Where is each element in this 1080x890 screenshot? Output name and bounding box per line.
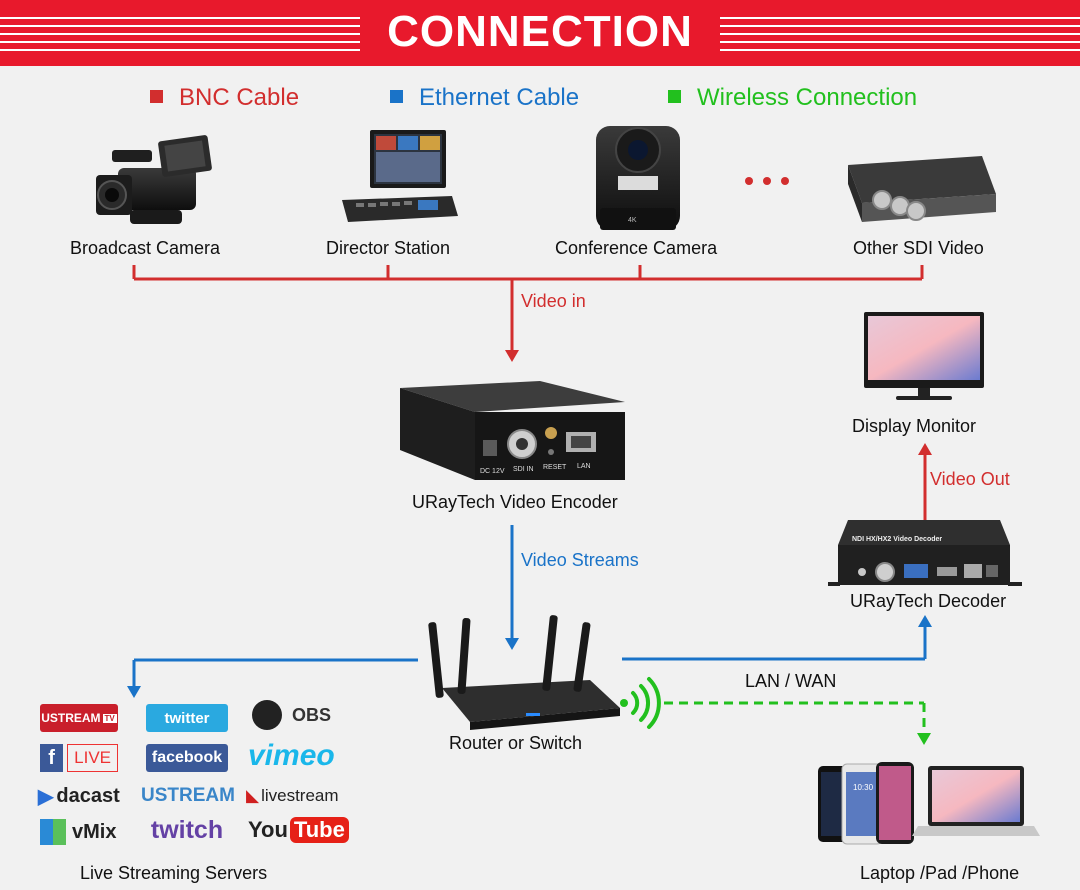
legend-label: Wireless Connection	[697, 84, 918, 111]
vimeo-logo-text: vimeo	[248, 739, 335, 772]
livestream-logo: ◣livestream	[246, 782, 342, 810]
ustream-logo-text: USTREAM	[141, 785, 235, 806]
wireless-arrow	[917, 733, 931, 745]
encoder-port-reset: RESET	[543, 464, 567, 471]
legend-wireless-connection: Wireless Connection	[668, 84, 917, 112]
vimeo-logo: vimeo	[248, 739, 340, 772]
facebook-logo: facebook	[146, 744, 228, 772]
dacast-icon: ▶	[38, 785, 54, 808]
legend-bnc-cable: BNC Cable	[150, 84, 299, 112]
broadcast-camera-icon	[96, 135, 212, 224]
youtube-tube-text: Tube	[289, 817, 349, 843]
director-station-icon	[342, 130, 458, 222]
livestream-icon: ◣	[246, 786, 260, 805]
obs-icon	[252, 700, 282, 730]
blue-square-icon	[390, 90, 403, 104]
decoder-label: URayTech Decoder	[850, 591, 1007, 611]
bnc-cable-lines	[132, 265, 927, 525]
facebook-logo-text: facebook	[151, 749, 223, 766]
dacast-logo-text: dacast	[56, 784, 120, 807]
youtube-you-text: You	[248, 817, 288, 842]
vmix-logo-text: vMix	[72, 820, 117, 843]
more-sources-dots	[745, 177, 789, 185]
ustreamtv-logo-text: USTREAM	[41, 711, 101, 725]
client-devices	[818, 762, 1040, 845]
video-in-label: Video in	[521, 291, 586, 311]
sdi-device-icon	[848, 156, 996, 222]
fb-live-text: LIVE	[67, 744, 118, 772]
video-decoder-device	[828, 520, 1022, 586]
video-encoder-device	[400, 381, 625, 480]
red-square-icon	[150, 90, 163, 104]
wifi-signal-icon	[620, 677, 661, 729]
clients-label: Laptop /Pad /Phone	[860, 863, 1020, 883]
servers-label: Live Streaming Servers	[80, 863, 268, 883]
conference-camera-icon: 4K	[596, 126, 680, 230]
other-sdi-video-label: Other SDI Video	[853, 238, 984, 258]
video-out-label: Video Out	[930, 469, 1010, 489]
livestream-logo-text: livestream	[261, 786, 339, 805]
video-out-arrow	[918, 443, 932, 455]
dacast-logo: ▶dacast	[38, 782, 126, 810]
director-station-label: Director Station	[326, 238, 451, 258]
vmix-icon	[40, 819, 66, 845]
encoder-port-sdi: SDI IN	[513, 466, 534, 473]
twitter-logo-text: twitter	[164, 709, 210, 727]
legend-ethernet-cable: Ethernet Cable	[390, 84, 579, 112]
servers-arrow	[127, 686, 141, 698]
decoder-arrow	[918, 615, 932, 627]
page-title: CONNECTION	[368, 6, 712, 58]
video-streams-label: Video Streams	[521, 550, 639, 570]
router-device	[428, 615, 620, 730]
encoder-port-lan: LAN	[577, 463, 591, 470]
vmix-logo: vMix	[40, 818, 124, 846]
legend-label: BNC Cable	[179, 84, 300, 111]
display-monitor-device	[864, 312, 984, 400]
phone-time: 10:30	[853, 783, 874, 792]
video-streams-arrow	[505, 638, 519, 650]
facebook-icon: f	[40, 744, 64, 772]
twitch-logo: twitch	[144, 816, 230, 844]
twitter-logo: twitter	[146, 704, 228, 732]
green-square-icon	[668, 90, 681, 104]
ethernet-cable-lines	[132, 525, 927, 688]
banner-stripes	[0, 17, 1080, 51]
obs-logo: OBS	[252, 700, 338, 730]
svg-text:4K: 4K	[628, 217, 637, 224]
router-label: Router or Switch	[449, 733, 583, 753]
ustream-logo: USTREAM	[141, 782, 235, 810]
decoder-title-text: NDI HX/HX2 Video Decoder	[852, 536, 942, 543]
twitch-logo-text: twitch	[150, 815, 224, 844]
broadcast-camera-label: Broadcast Camera	[70, 238, 221, 258]
encoder-port-dc: DC 12V	[480, 468, 505, 475]
obs-logo-text: OBS	[292, 704, 332, 725]
monitor-label: Display Monitor	[852, 416, 977, 436]
ustreamtv-logo-suffix: TV	[102, 713, 117, 723]
encoder-label: URayTech Video Encoder	[412, 492, 618, 512]
conference-camera-label: Conference Camera	[555, 238, 718, 258]
legend-label: Ethernet Cable	[419, 84, 580, 111]
facebook-live-logo: f LIVE	[40, 744, 118, 772]
lan-wan-label: LAN / WAN	[745, 671, 837, 691]
wireless-connection-line	[664, 701, 926, 735]
video-in-arrow	[505, 350, 519, 362]
